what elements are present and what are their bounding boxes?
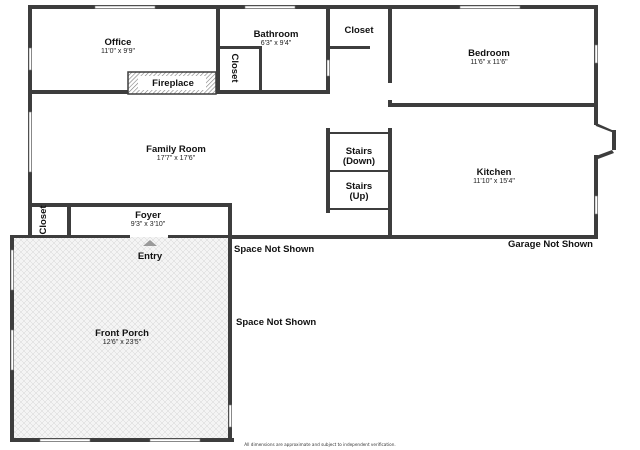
stairs-down-line2: (Down) [343,156,375,167]
kitchen-name: Kitchen [477,167,512,178]
front-porch-name: Front Porch [95,328,149,339]
kitchen-dims: 11'10" x 15'4" [473,178,515,185]
stairs-up-line2: (Up) [350,191,369,202]
entry-label: Entry [138,251,163,262]
bathroom-dims: 6'3" x 9'4" [261,40,292,47]
space-not-shown-2: Space Not Shown [236,317,316,328]
footer-disclaimer: All dimensions are approximate and subje… [244,442,395,447]
fireplace-name: Fireplace [152,78,194,89]
bathroom-name: Bathroom [254,29,299,40]
closet-foyer-name: Closet [38,205,49,235]
stairs-up-line1: Stairs [346,181,372,192]
fireplace-box [138,76,206,90]
room-labels: Office 11'0" x 9'9" Bathroom 6'3" x 9'4"… [38,25,593,447]
office-name: Office [105,37,132,48]
family-room-name: Family Room [146,144,206,155]
stairs-down-line1: Stairs [346,146,372,157]
front-porch-floor [14,237,230,439]
front-porch-dims: 12'6" x 23'5" [103,339,142,346]
office-dims: 11'0" x 9'9" [101,48,135,55]
closet-top-name: Closet [344,25,374,36]
space-not-shown-1: Space Not Shown [234,244,314,255]
foyer-dims: 9'3" x 3'10" [131,221,166,228]
windows [10,5,598,442]
closet-bath-name: Closet [229,53,240,83]
bedroom-name: Bedroom [468,48,510,59]
bedroom-dims: 11'6" x 11'6" [470,59,508,66]
entry-arrow-icon [143,240,157,246]
garage-not-shown: Garage Not Shown [508,239,593,250]
family-room-dims: 17'7" x 17'6" [157,155,196,162]
foyer-name: Foyer [135,210,161,221]
